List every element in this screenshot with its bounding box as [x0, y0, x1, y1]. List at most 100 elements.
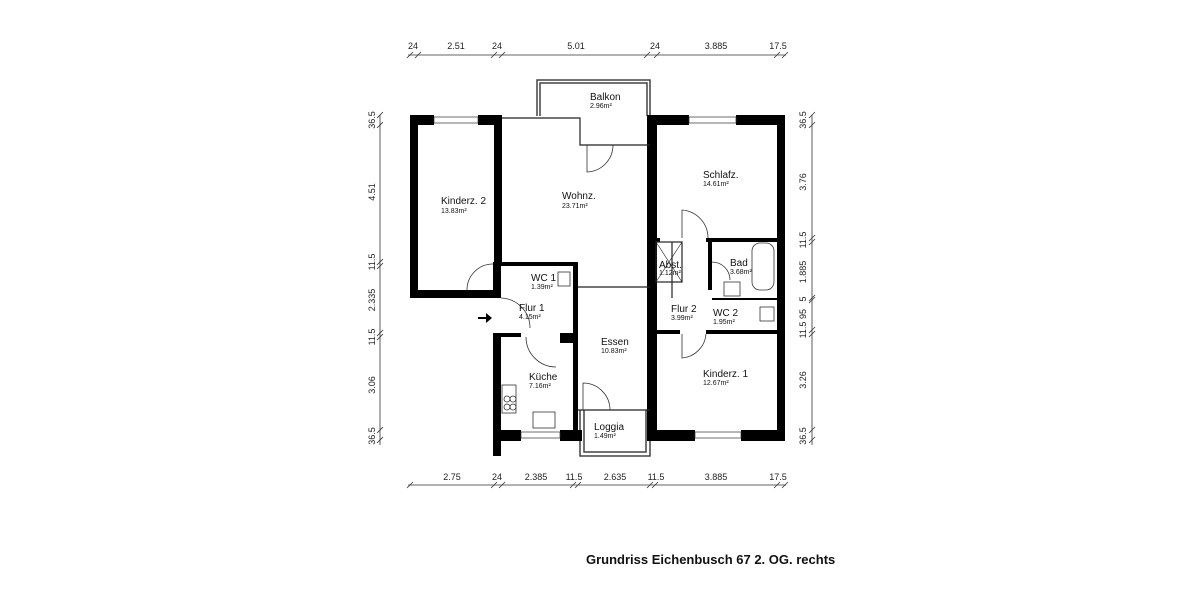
room-area: 12.67m² — [703, 380, 729, 387]
dim-top: 24 — [492, 41, 502, 51]
dimension-tick — [651, 481, 659, 489]
doors — [466, 144, 775, 429]
dimension-tick — [808, 296, 816, 304]
dimension-tick — [498, 51, 506, 59]
dimension-tick — [773, 51, 781, 59]
dimension-tick — [808, 436, 816, 444]
dim-bottom: 24 — [492, 472, 502, 482]
dim-top: 24 — [408, 41, 418, 51]
room-name: WC 1 — [531, 273, 556, 284]
dim-bottom: 11.5 — [648, 472, 665, 482]
dimension-tick — [574, 481, 582, 489]
balcony-outline — [536, 79, 651, 457]
dimension-tick — [808, 121, 816, 129]
dimension-tick — [808, 330, 816, 338]
room-name: Balkon — [590, 92, 621, 103]
room-name: Flur 2 — [671, 304, 697, 315]
room-name: Abst. — [659, 260, 682, 271]
room-name: Kinderz. 1 — [703, 369, 748, 380]
room-area: 3.99m² — [671, 315, 693, 322]
room-area: 1.95m² — [713, 319, 735, 326]
room-area: 2.96m² — [590, 103, 612, 110]
dim-bottom: 2.635 — [604, 472, 627, 482]
dimension-tick — [376, 258, 384, 266]
windows — [433, 116, 742, 439]
dimension-tick — [376, 262, 384, 270]
dimension-tick — [490, 51, 498, 59]
dimension-tick — [773, 481, 781, 489]
dim-bottom: 11.5 — [566, 472, 583, 482]
dimension-tick — [781, 51, 789, 59]
dimension-tick — [376, 333, 384, 341]
dim-top: 24 — [650, 41, 660, 51]
dim-right: 95 — [798, 309, 808, 319]
dimension-ticks — [376, 51, 816, 489]
dim-bottom: 2.75 — [443, 472, 461, 482]
dim-right: 11.5 — [798, 232, 808, 249]
dim-right: 11.5 — [798, 322, 808, 339]
room-area: 7.16m² — [529, 383, 551, 390]
dimension-tick — [376, 329, 384, 337]
dimension-tick — [376, 436, 384, 444]
dim-left: 11.5 — [367, 329, 377, 346]
room-name: Flur 1 — [519, 303, 545, 314]
dimension-tick — [808, 111, 816, 119]
dim-top: 17.5 — [769, 41, 787, 51]
dim-left: 3.06 — [367, 376, 377, 394]
dimension-tick — [406, 481, 414, 489]
room-name: Schlafz. — [703, 170, 739, 181]
dimension-tick — [781, 481, 789, 489]
dimension-tick — [414, 51, 422, 59]
room-name: Küche — [529, 372, 558, 383]
dimension-tick — [490, 481, 498, 489]
dimension-tick — [808, 238, 816, 246]
room-area: 1.49m² — [594, 433, 616, 440]
dim-top: 2.51 — [447, 41, 465, 51]
dim-right: 36.5 — [798, 111, 808, 129]
dim-right: 5 — [798, 296, 808, 301]
plan-title: Grundriss Eichenbusch 67 2. OG. rechts — [586, 552, 836, 567]
room-name: WC 2 — [713, 308, 738, 319]
dim-right: 1.885 — [798, 261, 808, 284]
dim-left: 36.5 — [367, 427, 377, 445]
dimension-tick — [498, 481, 506, 489]
dim-bottom: 3.885 — [705, 472, 728, 482]
dimension-tick — [808, 326, 816, 334]
room-area: 10.83m² — [601, 348, 627, 355]
room-name: Bad — [730, 258, 748, 269]
room-area: 13.83m² — [441, 208, 467, 215]
dim-left: 36.5 — [367, 111, 377, 129]
dim-left: 4.51 — [367, 183, 377, 201]
dimension-tick — [569, 481, 577, 489]
room-name: Wohnz. — [562, 191, 596, 202]
room-area: 1.39m² — [531, 284, 553, 291]
dim-bottom: 17.5 — [769, 472, 787, 482]
dimension-lines — [379, 54, 813, 486]
dim-top: 3.885 — [705, 41, 728, 51]
dim-right: 3.76 — [798, 173, 808, 191]
dimension-tick — [643, 51, 651, 59]
dimension-tick — [376, 426, 384, 434]
room-labels: Balkon 2.96m² Kinderz. 2 13.83m² Wohnz. … — [441, 92, 752, 440]
dim-right: 3.26 — [798, 371, 808, 389]
dimension-tick — [406, 51, 414, 59]
dim-left: 11.5 — [367, 254, 377, 271]
dim-top: 5.01 — [567, 41, 585, 51]
room-area: 4.15m² — [519, 314, 541, 321]
dimension-tick — [808, 426, 816, 434]
dim-bottom: 2.385 — [525, 472, 548, 482]
dimension-tick — [808, 234, 816, 242]
room-area: 1.12m² — [659, 270, 681, 277]
room-area: 3.68m² — [730, 269, 752, 276]
room-area: 14.61m² — [703, 181, 729, 188]
dimension-tick — [653, 51, 661, 59]
dim-right: 36.5 — [798, 427, 808, 445]
thin-walls — [502, 117, 683, 411]
entrance-arrow-icon — [478, 313, 492, 323]
room-name: Essen — [601, 337, 629, 348]
room-name: Loggia — [594, 422, 624, 433]
walls — [410, 115, 785, 456]
dimension-tick — [646, 481, 654, 489]
dimension-tick — [376, 111, 384, 119]
